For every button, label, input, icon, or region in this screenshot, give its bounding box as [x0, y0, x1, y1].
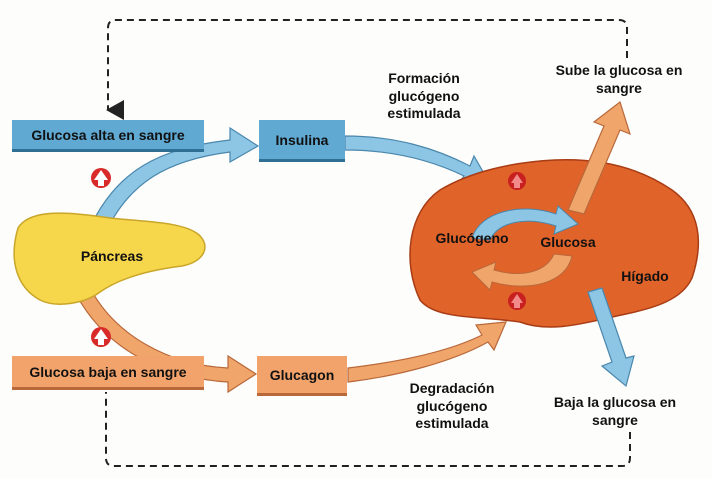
marker-up-top — [91, 168, 111, 188]
label-formacion: Formación glucógeno estimulada — [364, 70, 484, 123]
arrow-glucagon-to-liver — [348, 322, 506, 382]
box-glucosa-alta: Glucosa alta en sangre — [12, 120, 204, 152]
box-glucosa-baja: Glucosa baja en sangre — [12, 356, 204, 390]
box-insulina: Insulina — [259, 120, 345, 162]
label-glucogeno: Glucógeno — [424, 230, 520, 248]
label-pancreas: Páncreas — [62, 248, 162, 266]
label-glucosa: Glucosa — [530, 234, 606, 252]
label-degradacion: Degradación glucógeno estimulada — [392, 380, 512, 433]
marker-up-liver-bottom — [508, 292, 526, 310]
label-sube: Sube la glucosa en sangre — [544, 62, 694, 97]
marker-up-liver-top — [508, 172, 526, 190]
marker-up-bottom — [91, 327, 111, 347]
box-glucagon: Glucagon — [257, 356, 347, 396]
label-higado: Hígado — [612, 268, 678, 286]
label-baja: Baja la glucosa en sangre — [540, 394, 690, 429]
